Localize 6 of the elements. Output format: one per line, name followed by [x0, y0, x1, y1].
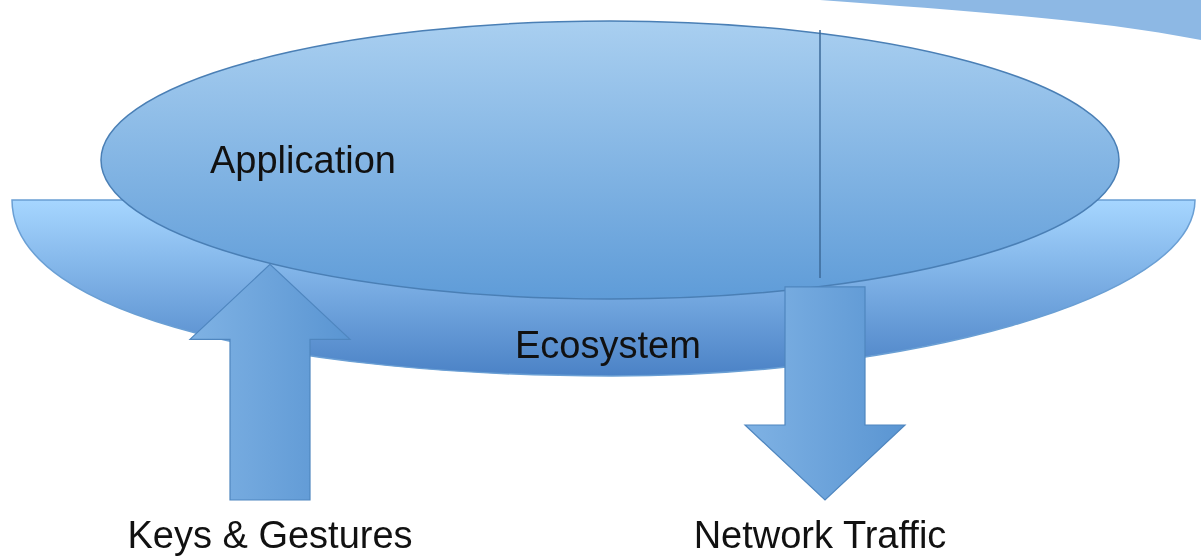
node-label: Network Traffic — [692, 513, 948, 558]
node-label: Ecosystem — [515, 323, 701, 368]
block-arrow — [743, 286, 907, 501]
node-label: Application — [210, 138, 396, 183]
node-label: Keys & Gestures — [126, 513, 414, 558]
block-arrow — [188, 263, 352, 501]
